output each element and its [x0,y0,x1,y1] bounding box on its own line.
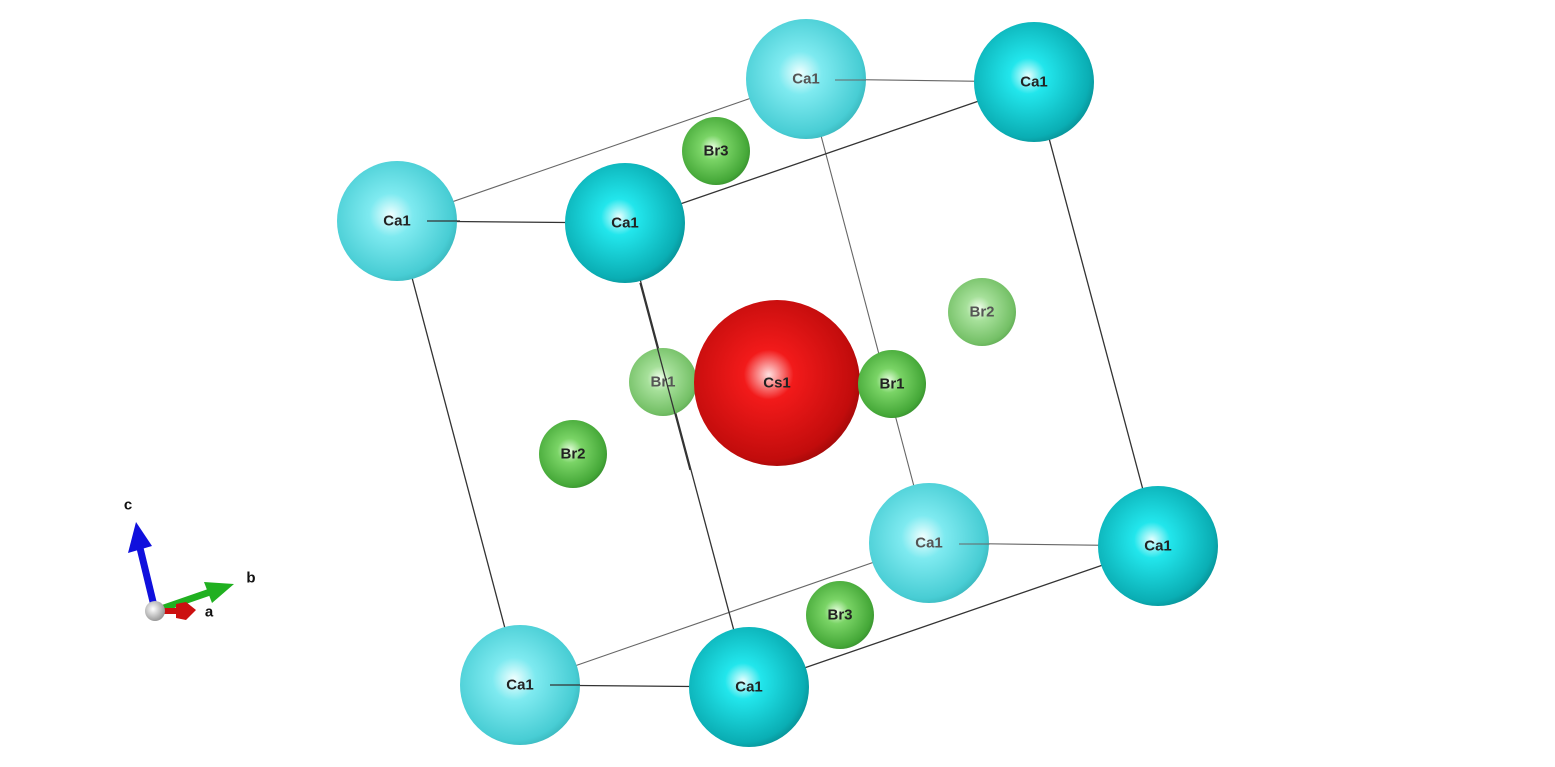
atom-sphere[interactable] [974,22,1094,142]
atom-label: Br3 [827,607,852,624]
cell-edge [396,78,807,222]
atom-br1[interactable]: Br1 [629,348,697,416]
atom-label: Ca1 [1144,538,1172,555]
atom-ca1[interactable]: Ca1 [565,163,685,283]
atom-label: Ca1 [735,679,763,696]
atom-label: Ca1 [383,213,411,230]
atom-label: Br2 [560,446,585,463]
cell-edge [624,222,750,688]
atom-br3[interactable]: Br3 [806,581,874,649]
atoms: Ca1 Ca1 Ca1 Ca1 Br3 Br2 Br1 Cs1 [337,19,1218,747]
c-axis-arrow [136,547,159,611]
atom-sphere[interactable] [460,625,580,745]
atom-sphere[interactable] [948,278,1016,346]
atom-ca1[interactable]: Ca1 [689,627,809,747]
cell-edge [1033,81,1159,547]
a-axis-label: a [205,604,214,621]
atom-label: Ca1 [1020,74,1048,91]
b-axis-label: b [246,570,255,587]
c-axis-arrowhead [128,522,152,553]
a-axis-arrowhead [176,602,196,620]
atom-label: Ca1 [792,71,820,88]
atom-cs1[interactable]: Cs1 [694,300,860,466]
atom-sphere[interactable] [806,581,874,649]
atom-br2[interactable]: Br2 [539,420,607,488]
cell-edge-overlays [427,79,990,686]
atom-sphere[interactable] [629,348,697,416]
c-axis-label: c [124,497,132,514]
atom-ca1[interactable]: Ca1 [460,625,580,745]
atom-sphere[interactable] [689,627,809,747]
atom-br3[interactable]: Br3 [682,117,750,185]
atom-ca1[interactable]: Ca1 [974,22,1094,142]
atom-br2[interactable]: Br2 [948,278,1016,346]
cell-edge [396,220,521,686]
atom-sphere[interactable] [746,19,866,139]
atom-ca1[interactable]: Ca1 [869,483,989,603]
atom-label: Ca1 [506,677,534,694]
atom-ca1[interactable]: Ca1 [746,19,866,139]
atom-sphere[interactable] [682,117,750,185]
atom-sphere[interactable] [1098,486,1218,606]
atom-ca1[interactable]: Ca1 [1098,486,1218,606]
cell-edge [519,542,930,686]
cell-edge [748,545,1159,688]
axis-origin-sphere [145,601,165,621]
atom-sphere[interactable] [858,350,926,418]
atom-sphere[interactable] [694,300,860,466]
cell-edge [639,282,691,471]
atom-label: Ca1 [611,215,639,232]
atom-label: Br1 [650,374,675,391]
atom-label: Br1 [879,376,904,393]
cell-edge [624,81,1035,224]
b-axis-arrowhead [204,582,234,603]
atom-sphere[interactable] [539,420,607,488]
axis-indicator: c b a [124,497,256,621]
atom-ca1[interactable]: Ca1 [337,161,457,281]
atom-label: Cs1 [763,375,791,392]
atom-sphere[interactable] [337,161,457,281]
atom-sphere[interactable] [565,163,685,283]
atom-sphere[interactable] [869,483,989,603]
cell-edge [805,78,930,544]
b-axis-arrow [156,588,212,614]
atom-br1[interactable]: Br1 [858,350,926,418]
atom-label: Ca1 [915,535,943,552]
atom-label: Br2 [969,304,994,321]
atom-label: Br3 [703,143,728,160]
